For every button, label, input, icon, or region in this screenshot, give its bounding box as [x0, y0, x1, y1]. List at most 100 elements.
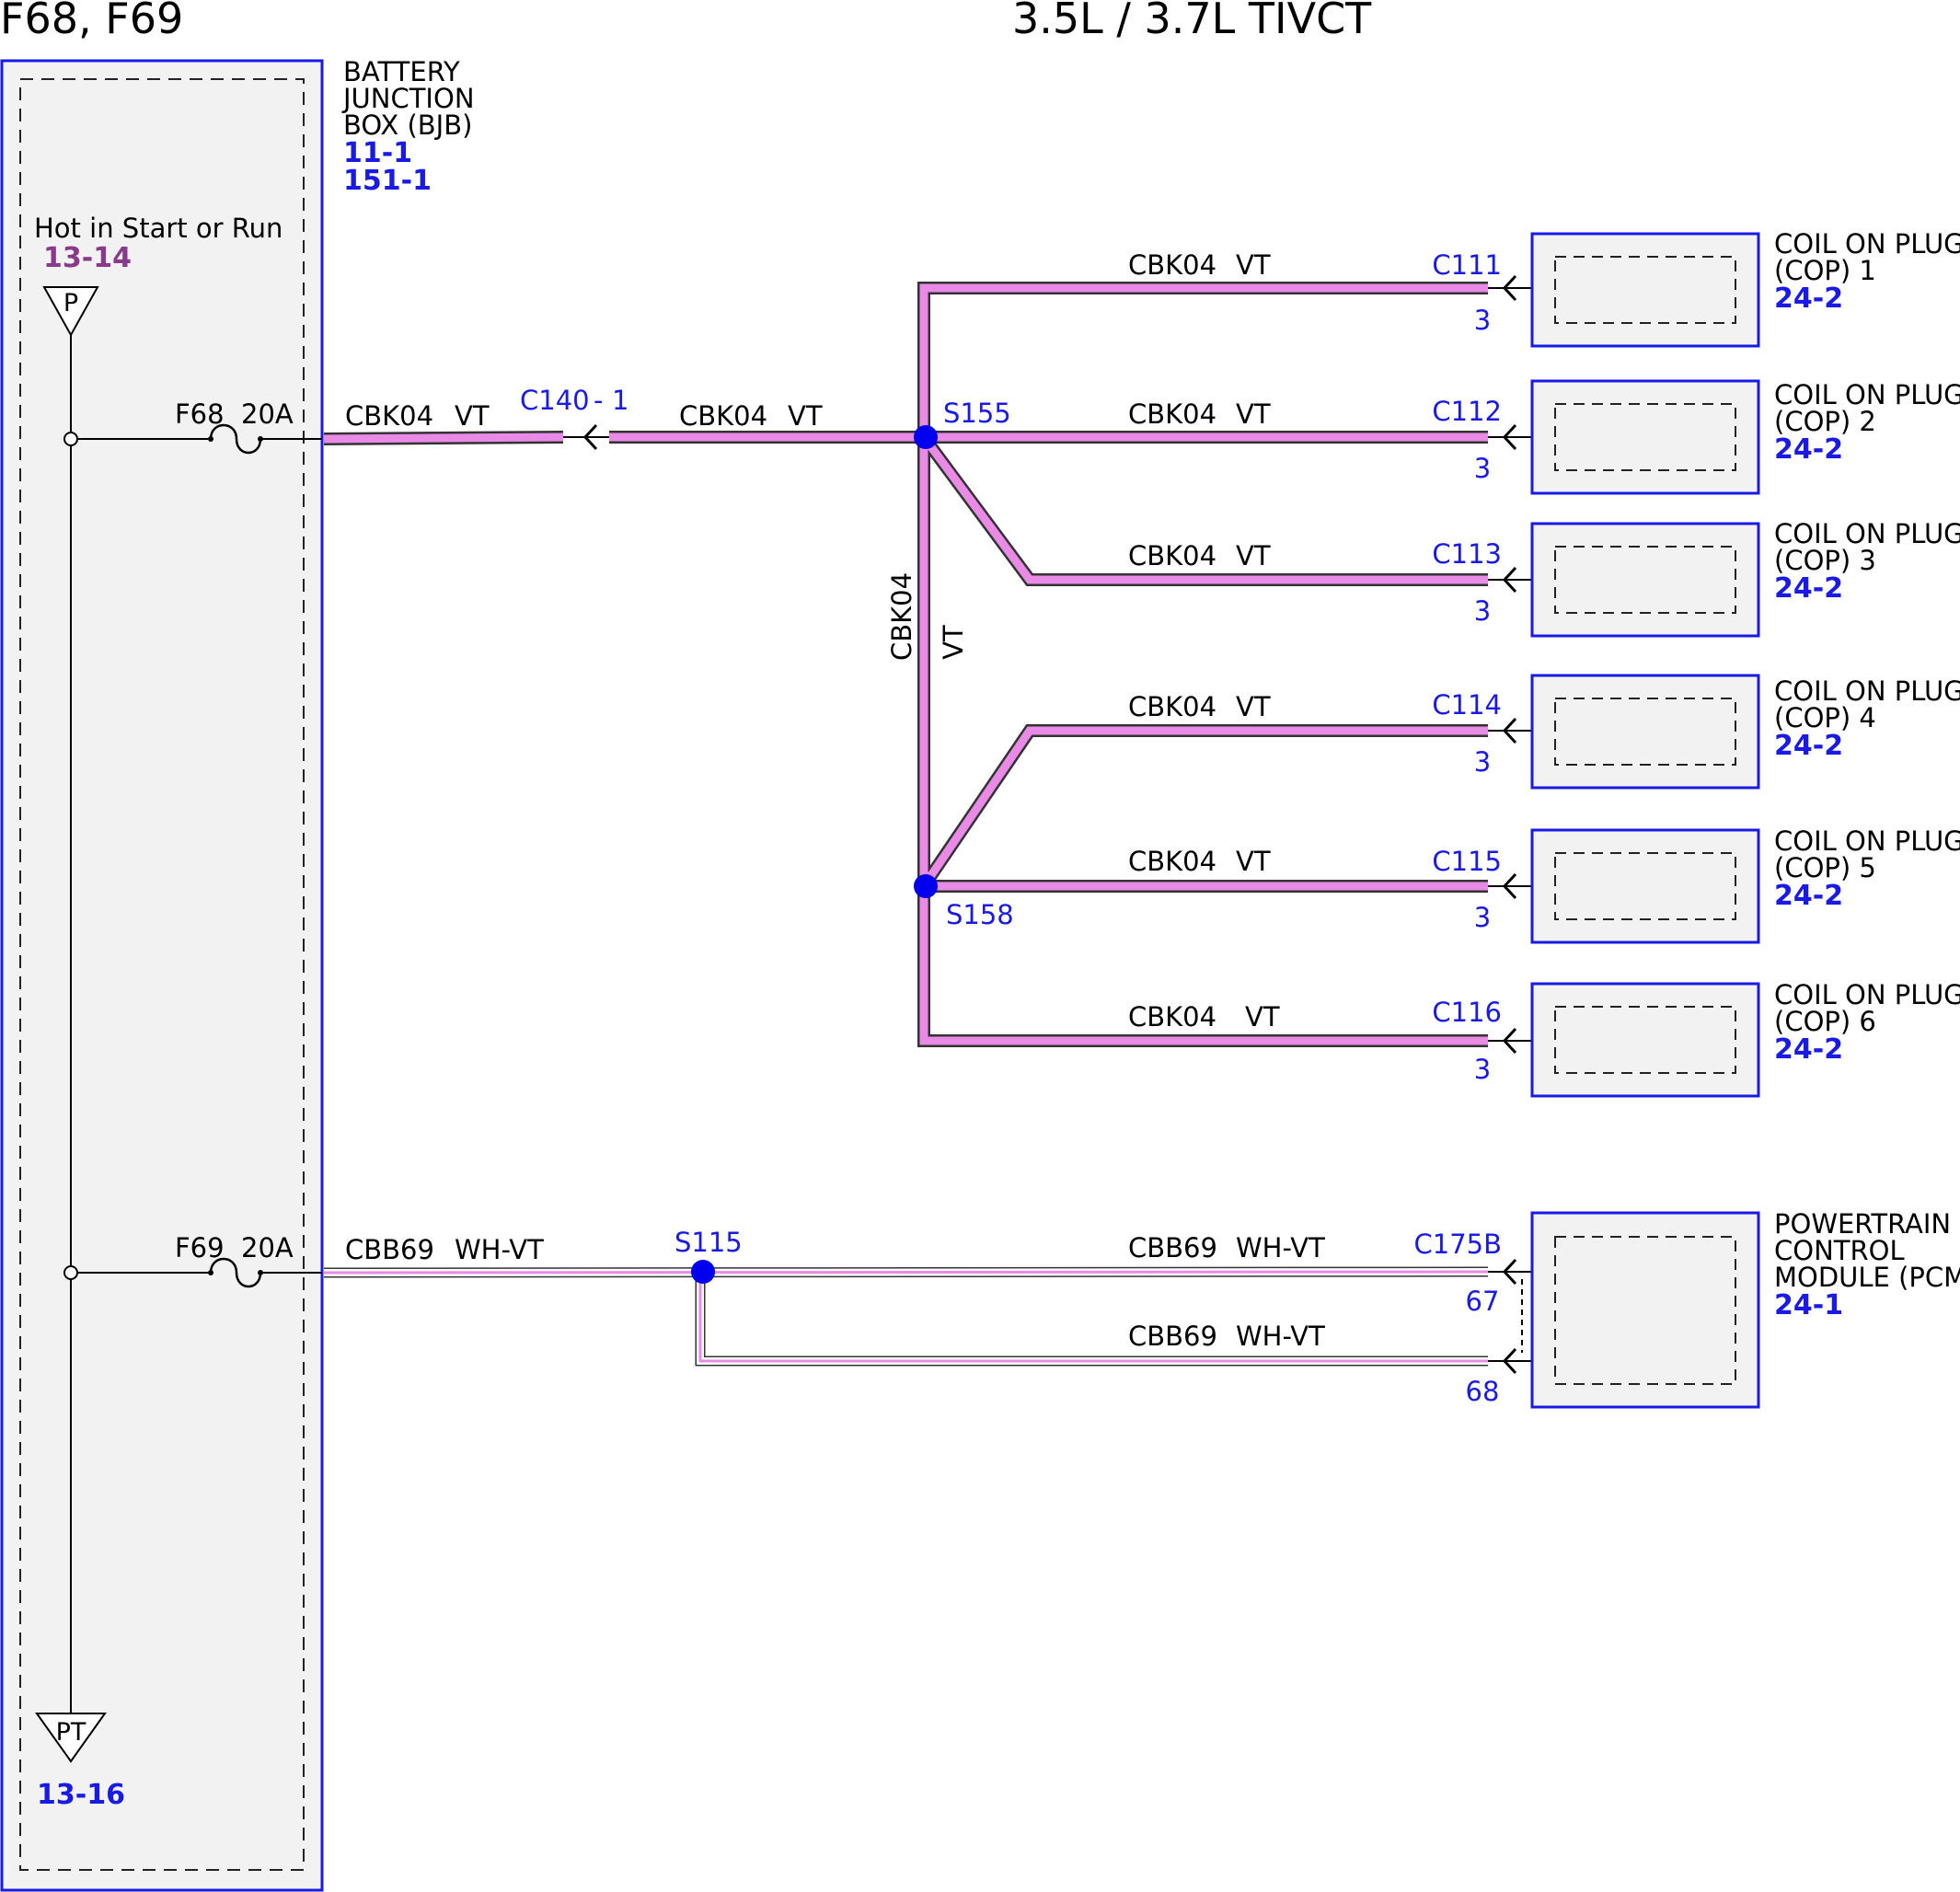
cop-5-pin: 3 [1474, 902, 1491, 933]
cop-6-row: CBK04 VT C116 3 COIL ON PLUG (COP) 6 24-… [1128, 979, 1960, 1098]
wire-vt-label-bjb: VT [455, 400, 490, 432]
cop-5-name-line1: COIL ON PLUG [1774, 825, 1960, 857]
pt-ref-link[interactable]: 13-16 [37, 1779, 125, 1811]
cop-3-name-line2: (COP) 3 [1774, 545, 1876, 576]
bjb-ref-1[interactable]: 11-1 [343, 137, 412, 169]
bjb-name-line1: BATTERY [343, 56, 460, 87]
wire-cbk04-label-c140: CBK04 [679, 400, 767, 432]
power-source-pt-symbol [35, 1713, 107, 1763]
wire-vt-label-vertical: VT [938, 625, 969, 660]
cop-4-wire-color: VT [1236, 691, 1271, 722]
pcm-name-line3: MODULE (PCM) [1774, 1262, 1960, 1293]
hot-in-start-run-label: Hot in Start or Run [34, 213, 282, 244]
cop-2-name-line1: COIL ON PLUG [1774, 379, 1960, 410]
cop-5-wire-circuit: CBK04 [1128, 846, 1216, 877]
cop-6-name-line1: COIL ON PLUG [1774, 979, 1960, 1010]
cop-4-wire-circuit: CBK04 [1128, 691, 1216, 722]
connector-c140 [563, 423, 609, 451]
cop-3-ref[interactable]: 24-2 [1774, 572, 1843, 605]
bjb-ref-2[interactable]: 151-1 [343, 165, 432, 197]
splice-s115 [691, 1260, 715, 1284]
cop-1-wire-circuit: CBK04 [1128, 249, 1216, 281]
power-source-p-symbol [42, 286, 99, 338]
wire-cbb69-label-pin68: CBB69 [1128, 1321, 1217, 1352]
cop-6-name-line2: (COP) 6 [1774, 1006, 1876, 1037]
splice-s155-label: S155 [943, 398, 1011, 429]
cop-2-module-box [1530, 379, 1760, 495]
diagram-title-left: F68, F69 [0, 0, 183, 43]
pcm-pin-67: 67 [1466, 1286, 1500, 1317]
cop-4-name-line1: COIL ON PLUG [1774, 675, 1960, 707]
pcm-name-line1: POWERTRAIN [1774, 1208, 1951, 1240]
cop-3-row: CBK04 VT C113 3 COIL ON PLUG (COP) 3 24-… [1128, 518, 1960, 638]
cop-2-ref[interactable]: 24-2 [1774, 433, 1843, 466]
cop-3-module-inner [1554, 546, 1736, 614]
pcm-pin-68: 68 [1466, 1376, 1500, 1407]
cop-2-pin: 3 [1474, 453, 1491, 484]
power-source-p-label: P [63, 289, 78, 317]
wire-cbk04-label-bjb: CBK04 [345, 400, 433, 432]
wire-whvt-label-pin68: WH-VT [1236, 1321, 1325, 1352]
splice-s115-label: S115 [674, 1227, 743, 1258]
cop-3-name-line1: COIL ON PLUG [1774, 518, 1960, 549]
pcm-module-box [1530, 1211, 1760, 1409]
pcm-ref[interactable]: 24-1 [1774, 1289, 1843, 1321]
cop-2-wire-circuit: CBK04 [1128, 398, 1216, 430]
cop-4-module-inner [1554, 698, 1736, 766]
cop-1-connector: C111 [1432, 249, 1502, 281]
cop-5-row: CBK04 VT C115 3 COIL ON PLUG (COP) 5 24-… [1128, 825, 1960, 944]
cop-3-wire-circuit: CBK04 [1128, 540, 1216, 571]
pcm-name-line2: CONTROL [1774, 1235, 1905, 1266]
wire-cbb69-label-bjb: CBB69 [345, 1234, 434, 1265]
cop-2-name-line2: (COP) 2 [1774, 406, 1876, 437]
cop-3-pin: 3 [1474, 595, 1491, 627]
cop-1-ref[interactable]: 24-2 [1774, 283, 1843, 315]
bjb-outline [0, 59, 324, 1892]
cop-2-row: CBK04 VT C112 3 COIL ON PLUG (COP) 2 24-… [1128, 379, 1960, 495]
cop-5-connector: C115 [1432, 846, 1502, 877]
cop-2-connector: C112 [1432, 396, 1502, 427]
wire-cbk04-label-vertical: CBK04 [886, 572, 917, 661]
cop-4-name-line2: (COP) 4 [1774, 702, 1876, 733]
cop-6-ref[interactable]: 24-2 [1774, 1033, 1843, 1066]
splice-s158 [914, 874, 938, 898]
cop-4-module-box [1530, 674, 1760, 790]
cop-4-ref[interactable]: 24-2 [1774, 730, 1843, 762]
cop-1-module-inner [1554, 256, 1736, 324]
cop-5-module-box [1530, 828, 1760, 944]
wire-whvt-label-bjb: WH-VT [455, 1234, 544, 1265]
splice-s155 [914, 425, 938, 449]
cop-1-wire-color: VT [1236, 249, 1271, 281]
cop-6-pin: 3 [1474, 1054, 1491, 1085]
fuse-f68-id: F68 [175, 398, 225, 430]
fuse-f68 [63, 423, 322, 455]
cop-4-row: CBK04 VT C114 3 COIL ON PLUG (COP) 4 24-… [1128, 674, 1960, 790]
cop-6-module-inner [1554, 1006, 1736, 1074]
cop-6-wire-circuit: CBK04 [1128, 1001, 1216, 1033]
cop-4-connector: C114 [1432, 689, 1502, 721]
bjb-name-line2: JUNCTION [341, 83, 475, 114]
cop-1-module-box [1530, 232, 1760, 348]
cop-1-name-line1: COIL ON PLUG [1774, 228, 1960, 260]
fuse-f69-id: F69 [175, 1232, 225, 1263]
wire-cbb69-label-pin67: CBB69 [1128, 1232, 1217, 1263]
power-source-pt-label: PT [56, 1718, 86, 1747]
cop-3-connector: C113 [1432, 538, 1502, 570]
fuse-f68-rating: 20A [241, 398, 294, 430]
cop-6-wire-color: VT [1245, 1001, 1280, 1033]
splice-s158-label: S158 [946, 899, 1014, 930]
battery-junction-box [0, 59, 324, 1892]
cop-1-name-line2: (COP) 1 [1774, 255, 1876, 286]
cop-5-name-line2: (COP) 5 [1774, 852, 1876, 883]
hot-ref-link[interactable]: 13-14 [43, 242, 132, 274]
cop-5-ref[interactable]: 24-2 [1774, 880, 1843, 912]
pcm-module: C175B 67 68 POWERTRAIN CONTROL MODULE (P… [1414, 1208, 1960, 1409]
cop-6-connector: C116 [1432, 997, 1502, 1028]
cop-5-wire-color: VT [1236, 846, 1271, 877]
cop-3-wire-color: VT [1236, 540, 1271, 571]
connector-c140-label: C140 [520, 385, 590, 416]
cop-4-pin: 3 [1474, 746, 1491, 778]
cop-1-row: CBK04 VT C111 3 COIL ON PLUG (COP) 1 24-… [1128, 228, 1960, 348]
cop-6-module-box [1530, 982, 1760, 1098]
cop-3-module-box [1530, 522, 1760, 638]
